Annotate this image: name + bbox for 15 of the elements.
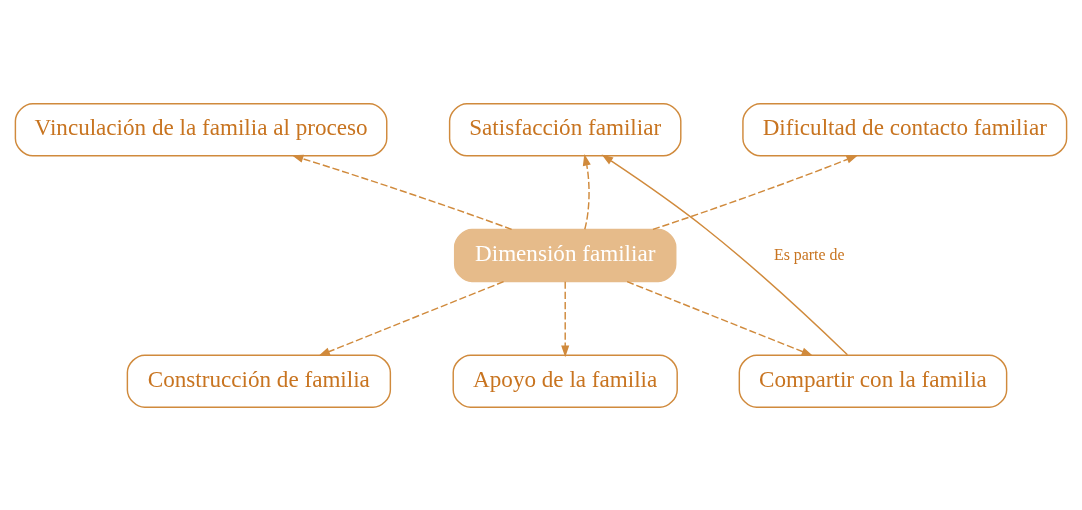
node-box: Dimensión familiar bbox=[453, 228, 677, 282]
arrow bbox=[601, 154, 849, 355]
arrow bbox=[582, 153, 591, 230]
node-box: Satisfacción familiar bbox=[448, 102, 682, 156]
node-box: Compartir con la familia bbox=[738, 353, 1008, 408]
arrow bbox=[652, 154, 859, 230]
arrow bbox=[561, 280, 570, 357]
node-box: Construcción de familia bbox=[126, 353, 392, 408]
arrow bbox=[291, 154, 513, 230]
edge-label: Es parte de bbox=[774, 245, 845, 263]
arrow bbox=[318, 280, 505, 356]
arrow bbox=[626, 280, 814, 356]
node-box: Vinculación de la familia al proceso bbox=[14, 102, 388, 156]
node-box: Dificultad de contacto familiar bbox=[742, 102, 1068, 156]
node-box: Apoyo de la familia bbox=[452, 353, 678, 408]
